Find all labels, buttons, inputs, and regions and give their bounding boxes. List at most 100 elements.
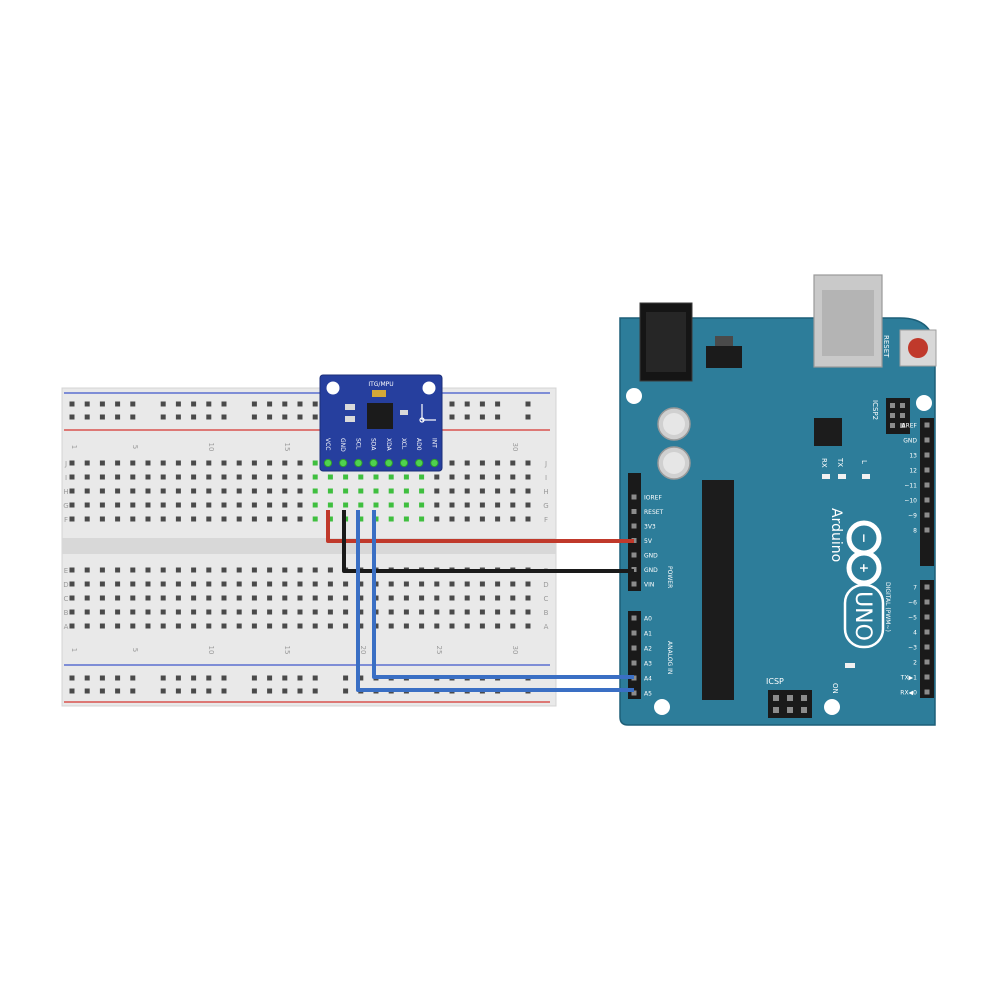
pin-label-digital: 7	[913, 585, 917, 592]
row-letter: B	[64, 609, 69, 617]
sensor-pin[interactable]	[399, 458, 409, 468]
breadboard-hole	[191, 401, 197, 407]
breadboard-hole	[84, 595, 90, 601]
breadboard-hole	[282, 595, 288, 601]
header-pin-power[interactable]	[631, 581, 637, 587]
arduino-uno-board: RESET RX TX L ON ICSP2	[619, 274, 937, 726]
header-pin-digital[interactable]	[924, 527, 930, 533]
breadboard-hole	[221, 688, 227, 694]
header-pin-power[interactable]	[631, 509, 637, 514]
breadboard-hole	[343, 688, 349, 694]
sensor-pin[interactable]	[369, 458, 378, 468]
column-number: 10	[207, 443, 215, 452]
breadboard-hole	[175, 581, 181, 587]
breadboard-hole	[251, 595, 257, 601]
breadboard-hole	[449, 474, 455, 480]
capacitor	[372, 390, 386, 397]
header-pin-digital[interactable]	[924, 584, 930, 590]
header-pin-digital[interactable]	[924, 659, 930, 665]
sensor-pin-label: XDA	[385, 438, 392, 452]
header-pin-digital[interactable]	[924, 437, 930, 443]
header-pin-digital[interactable]	[924, 422, 930, 428]
wire-vcc-5v[interactable]	[326, 510, 634, 543]
breadboard-hole	[251, 581, 257, 587]
header-pin-analog[interactable]	[631, 690, 637, 696]
breadboard-hole-active	[358, 502, 364, 508]
wire-sda-a4[interactable]	[372, 510, 634, 679]
breadboard-hole	[206, 474, 212, 480]
smd-part	[345, 404, 355, 410]
breadboard-hole	[206, 516, 212, 522]
breadboard-hole	[221, 609, 227, 615]
header-pin-digital[interactable]	[924, 497, 930, 503]
breadboard-hole	[221, 516, 227, 522]
header-pin-analog[interactable]	[631, 660, 637, 666]
breadboard-hole	[312, 414, 318, 420]
sensor-pin[interactable]	[323, 458, 333, 468]
header-pin-power[interactable]	[631, 552, 637, 558]
header-pin-digital[interactable]	[924, 674, 930, 680]
breadboard-hole	[297, 581, 303, 587]
breadboard-hole	[297, 474, 303, 480]
breadboard-hole	[99, 516, 105, 522]
header-pin-digital[interactable]	[924, 512, 930, 518]
breadboard-hole	[510, 516, 516, 522]
breadboard-hole	[297, 460, 303, 466]
uno-badge	[843, 583, 885, 649]
header-pin-power[interactable]	[631, 494, 637, 500]
sensor-pin[interactable]	[430, 458, 439, 468]
breadboard-hole-active	[327, 488, 333, 494]
sensor-pin[interactable]	[339, 458, 348, 468]
header-pin-analog[interactable]	[631, 645, 637, 651]
header-pin-analog[interactable]	[631, 630, 637, 636]
breadboard-hole	[115, 502, 121, 508]
capacitor-top	[663, 452, 685, 474]
breadboard-hole-active	[358, 516, 364, 522]
header-pin-analog[interactable]	[631, 615, 637, 621]
breadboard-hole	[130, 488, 136, 494]
header-pin-digital[interactable]	[924, 467, 930, 473]
wire-gnd-gnd[interactable]	[342, 510, 634, 573]
sensor-pin[interactable]	[384, 458, 393, 468]
on-led	[845, 663, 855, 668]
breadboard-hole	[267, 567, 273, 573]
header-pin-digital[interactable]	[924, 614, 930, 620]
reset-button-cap[interactable]	[908, 338, 928, 358]
breadboard-hole	[464, 595, 470, 601]
breadboard-hole-active	[327, 516, 333, 522]
breadboard-hole	[145, 502, 151, 508]
breadboard-hole	[297, 502, 303, 508]
breadboard-hole	[160, 401, 166, 407]
breadboard-hole	[221, 595, 227, 601]
header-pin-digital[interactable]	[924, 482, 930, 488]
breadboard-hole	[282, 488, 288, 494]
breadboard-hole-active	[388, 516, 394, 522]
sensor-pin[interactable]	[354, 458, 363, 468]
breadboard-hole	[388, 609, 394, 615]
breadboard-hole	[495, 460, 501, 466]
axis-icon	[419, 404, 436, 423]
breadboard-hole	[282, 567, 288, 573]
pin-label-digital: 4	[913, 630, 917, 637]
header-pin-digital[interactable]	[924, 629, 930, 635]
sensor-pin[interactable]	[415, 458, 424, 468]
header-pin-digital[interactable]	[924, 599, 930, 605]
header-pin-power[interactable]	[631, 523, 637, 529]
row-letter: C	[544, 595, 549, 603]
breadboard-hole-active	[419, 488, 425, 494]
breadboard-hole	[69, 401, 75, 407]
column-number: 5	[131, 445, 139, 449]
breadboard-hole	[191, 567, 197, 573]
column-number: 10	[207, 646, 215, 655]
breadboard-hole	[479, 414, 485, 420]
header-pin-digital[interactable]	[924, 452, 930, 458]
mount-hole	[824, 699, 840, 715]
column-number: 15	[283, 443, 291, 452]
header-pin-digital[interactable]	[924, 644, 930, 650]
header-pin-digital[interactable]	[924, 689, 930, 695]
breadboard-hole	[84, 474, 90, 480]
wire-scl-a5[interactable]	[356, 510, 634, 692]
breadboard-hole	[343, 609, 349, 615]
